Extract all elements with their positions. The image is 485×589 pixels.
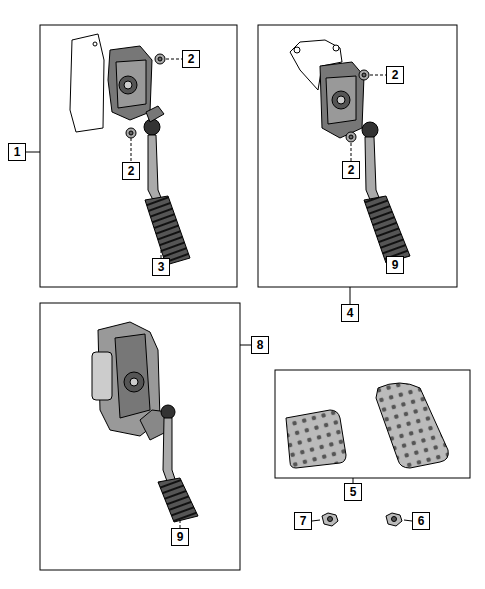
callout-box: 3 [152,258,170,276]
callout-number: 1 [14,146,21,158]
callout-number: 3 [158,261,165,273]
callout-number: 6 [418,515,425,527]
callout-box: 4 [341,304,359,322]
callout-number: 2 [188,53,195,65]
callout-box: 9 [386,256,404,274]
callout-box: 8 [251,336,269,354]
callout-number: 9 [177,531,184,543]
callout-box: 5 [344,483,362,501]
callout-box: 7 [294,512,312,530]
callout-number: 2 [128,165,135,177]
callout-number: 2 [348,164,355,176]
callout-box: 9 [171,528,189,546]
callout-box: 1 [8,143,26,161]
callout-box: 2 [182,50,200,68]
callout-number: 7 [300,515,307,527]
callout-box: 2 [386,66,404,84]
callout-box: 2 [342,161,360,179]
callout-number: 9 [392,259,399,271]
callout-box: 2 [122,162,140,180]
callout-number: 2 [392,69,399,81]
callout-number: 5 [350,486,357,498]
callout-box: 6 [412,512,430,530]
callout-number: 8 [257,339,264,351]
callout-number: 4 [347,307,354,319]
